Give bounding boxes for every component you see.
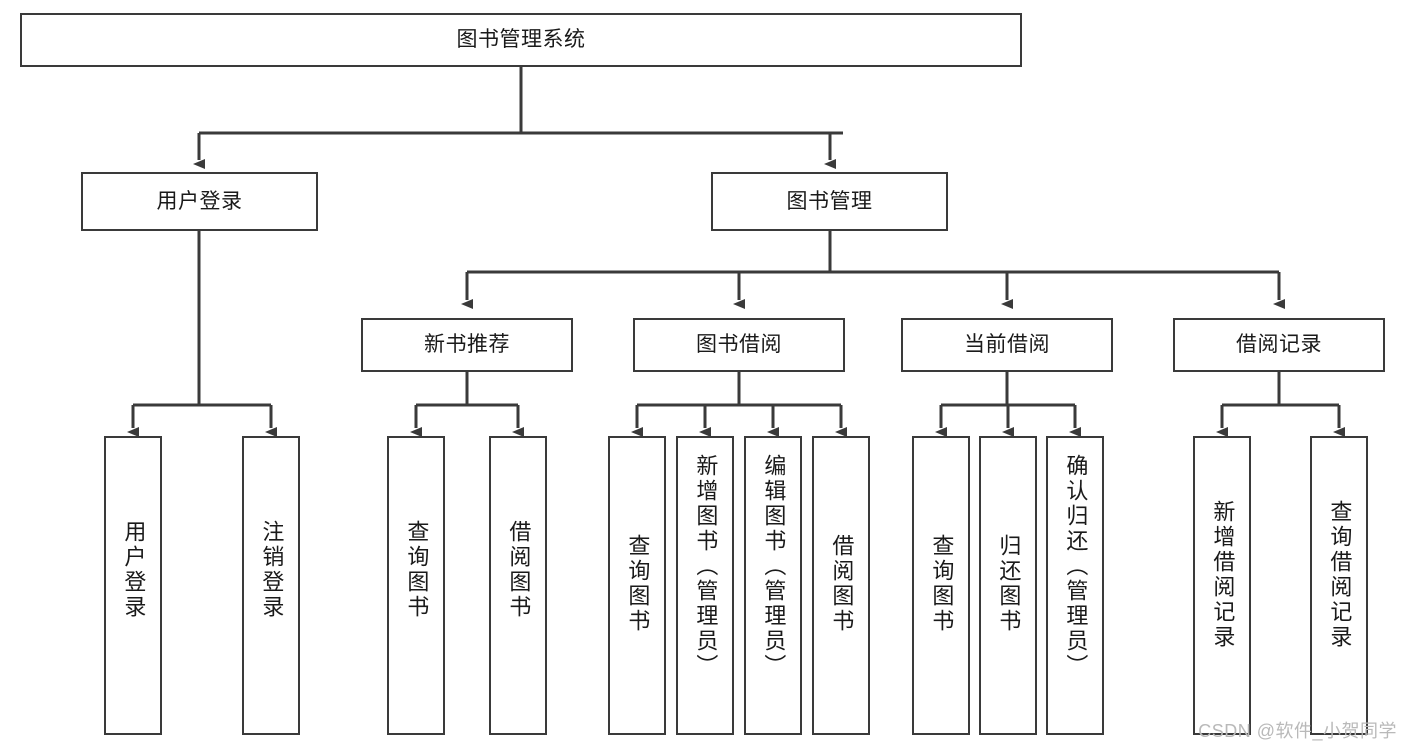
node-label: 借阅记录: [1236, 333, 1322, 357]
node-new-book-recommendation[interactable]: 新书推荐: [361, 318, 573, 372]
node-label: 确认归还（管理员）: [1063, 454, 1089, 679]
leaf-query-book-recommend[interactable]: 查询图书: [387, 436, 445, 735]
watermark-text: CSDN @软件_小贺同学: [1198, 721, 1397, 741]
node-book-borrow[interactable]: 图书借阅: [633, 318, 845, 372]
leaf-borrow-book[interactable]: 借阅图书: [812, 436, 870, 735]
node-label: 借阅图书: [506, 520, 532, 620]
leaf-return-book[interactable]: 归还图书: [979, 436, 1037, 735]
node-label: 编辑图书（管理员）: [761, 454, 787, 679]
node-label: 注销登录: [259, 520, 285, 620]
node-label: 查询图书: [929, 534, 955, 634]
node-label: 新书推荐: [424, 333, 510, 357]
leaf-query-book-borrow[interactable]: 查询图书: [608, 436, 666, 735]
leaf-add-book-admin[interactable]: 新增图书（管理员）: [676, 436, 734, 735]
node-label: 查询借阅记录: [1327, 500, 1353, 650]
node-label: 归还图书: [996, 534, 1022, 634]
node-label: 查询图书: [625, 534, 651, 634]
leaf-confirm-return-admin[interactable]: 确认归还（管理员）: [1046, 436, 1104, 735]
node-label: 图书借阅: [696, 333, 782, 357]
leaf-query-book-current[interactable]: 查询图书: [912, 436, 970, 735]
node-borrow-record[interactable]: 借阅记录: [1173, 318, 1385, 372]
node-label: 查询图书: [404, 520, 430, 620]
node-label: 新增图书（管理员）: [693, 454, 719, 679]
node-user-login[interactable]: 用户登录: [81, 172, 318, 231]
node-label: 用户登录: [121, 520, 147, 620]
node-label: 新增借阅记录: [1210, 500, 1236, 650]
node-label: 图书管理: [786, 189, 873, 213]
leaf-user-login[interactable]: 用户登录: [104, 436, 162, 735]
node-current-borrow[interactable]: 当前借阅: [901, 318, 1113, 372]
node-label: 当前借阅: [964, 333, 1050, 357]
leaf-logout-login[interactable]: 注销登录: [242, 436, 300, 735]
node-label: 用户登录: [156, 189, 243, 213]
node-label: 图书管理系统: [456, 28, 586, 52]
leaf-add-borrow-record[interactable]: 新增借阅记录: [1193, 436, 1251, 735]
node-label: 借阅图书: [829, 534, 855, 634]
node-root-book-management-system[interactable]: 图书管理系统: [20, 13, 1022, 67]
leaf-edit-book-admin[interactable]: 编辑图书（管理员）: [744, 436, 802, 735]
leaf-borrow-book-recommend[interactable]: 借阅图书: [489, 436, 547, 735]
leaf-query-borrow-record[interactable]: 查询借阅记录: [1310, 436, 1368, 735]
node-book-management[interactable]: 图书管理: [711, 172, 948, 231]
